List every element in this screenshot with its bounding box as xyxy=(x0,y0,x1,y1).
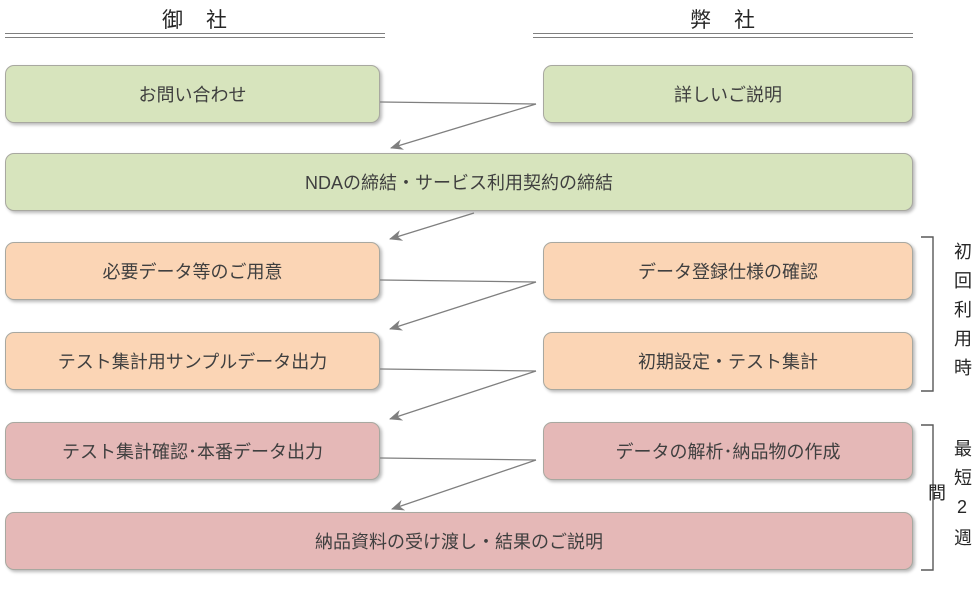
step-delivery-results-explanation: 納品資料の受け渡し・結果のご説明 xyxy=(5,512,913,570)
arrow-setup-to-test-confirm xyxy=(389,370,537,421)
step-data-preparation: 必要データ等のご用意 xyxy=(5,242,380,300)
step-detailed-explanation: 詳しいご説明 xyxy=(543,65,913,123)
annotation-duration: 最短2週間 xyxy=(926,438,972,557)
connector-sample-setup xyxy=(379,368,537,372)
step-data-spec-confirmation: データ登録仕様の確認 xyxy=(543,242,913,300)
arrow-analysis-to-delivery xyxy=(391,459,537,511)
connector-testconfirm-analysis xyxy=(379,457,537,461)
connector-preparation-spec xyxy=(379,279,537,283)
step-analysis-deliverable-creation: データの解析･納品物の作成 xyxy=(543,422,913,480)
column-header-customer: 御 社 xyxy=(162,9,228,32)
step-inquiry: お問い合わせ xyxy=(5,65,380,123)
column-header-vendor: 弊 社 xyxy=(690,9,756,32)
annotation-first-use: 初回利用時 xyxy=(952,241,972,387)
customer-header-underline xyxy=(5,33,385,38)
vendor-header-underline xyxy=(533,33,913,38)
step-nda-contract: NDAの締結・サービス利用契約の締結 xyxy=(5,153,913,211)
bracket-first-use xyxy=(921,236,934,392)
arrow-nda-to-data-preparation xyxy=(389,212,475,241)
arrow-spec-to-sample-output xyxy=(389,281,537,331)
connector-inquiry-explanation xyxy=(379,101,537,105)
arrow-explanation-to-nda xyxy=(390,103,537,150)
step-test-confirm-production-output: テスト集計確認･本番データ出力 xyxy=(5,422,380,480)
step-sample-data-output: テスト集計用サンプルデータ出力 xyxy=(5,332,380,390)
step-initial-setup-test: 初期設定・テスト集計 xyxy=(543,332,913,390)
